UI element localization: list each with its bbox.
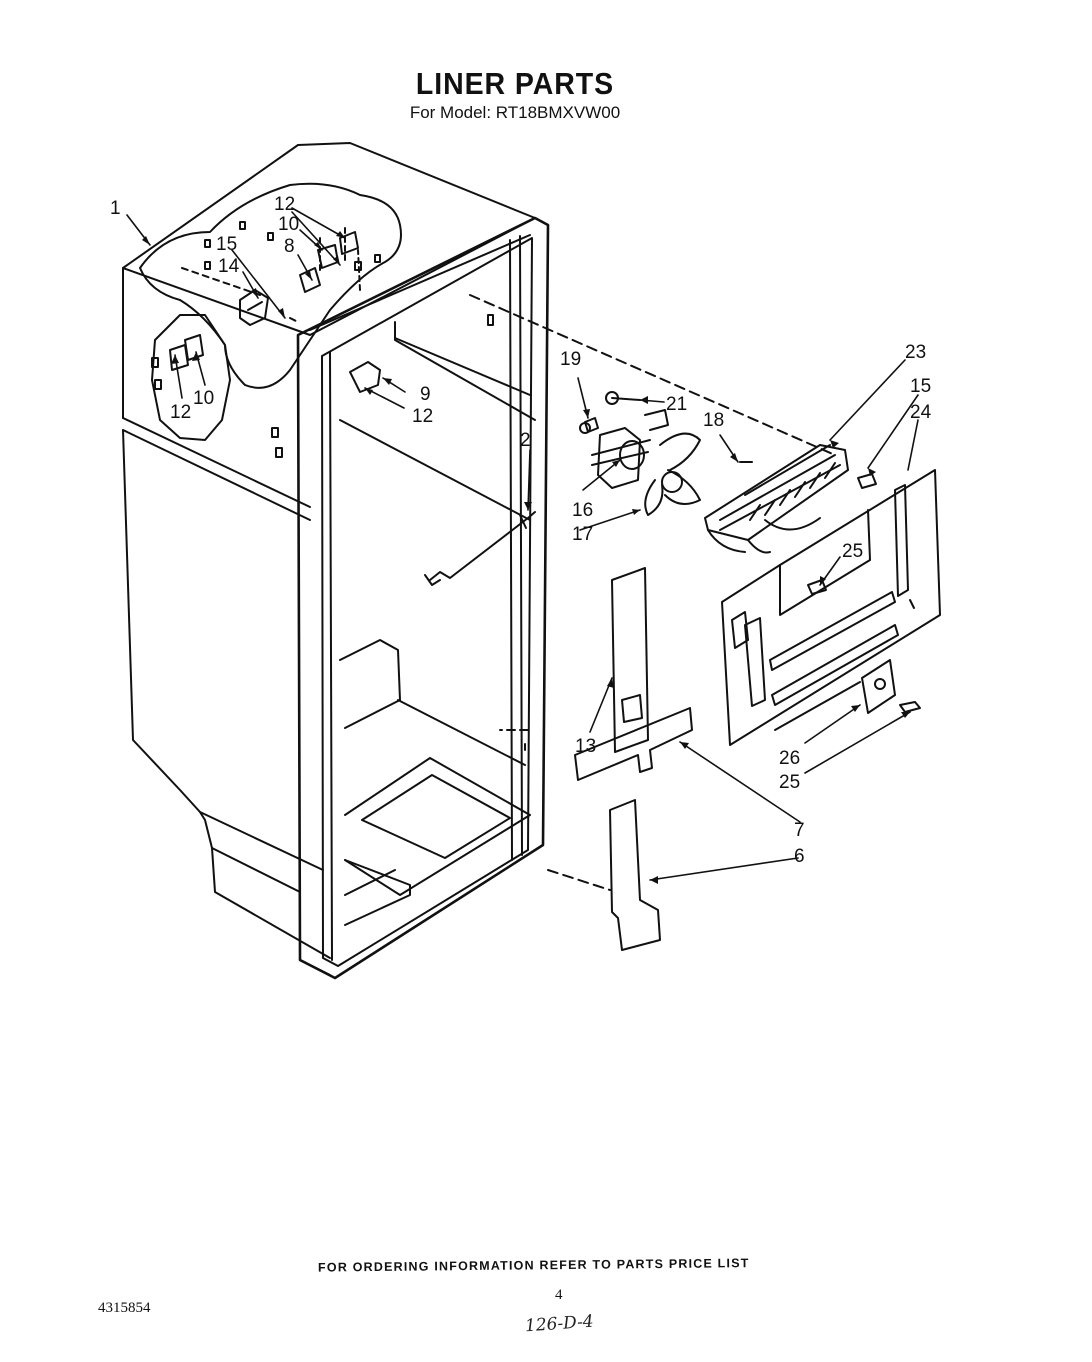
callout-15-right: 15: [910, 376, 931, 397]
callout-6: 6: [794, 846, 805, 867]
callout-10-top: 10: [278, 214, 299, 235]
page-title: LINER PARTS: [415, 66, 615, 101]
air-diffuser-grille: [704, 444, 849, 554]
callout-14: 14: [218, 256, 240, 277]
duct-cover: [609, 799, 661, 951]
model-subtitle: For Model: RT18BMXVW00: [409, 103, 621, 122]
fan-motor-assembly: [579, 391, 753, 516]
callout-15-top: 15: [216, 234, 237, 255]
callout-9: 9: [420, 384, 431, 405]
callout-19: 19: [560, 349, 581, 370]
air-baffle: [574, 707, 693, 781]
callout-1: 1: [110, 198, 121, 219]
callout-16: 16: [572, 500, 593, 521]
callout-24: 24: [910, 402, 932, 423]
callout-leader-lines: [126, 207, 919, 881]
screws: [584, 417, 877, 595]
document-number: 4315854: [98, 1300, 151, 1316]
cabinet-liner: [122, 142, 550, 980]
air-duct-panel: [611, 567, 649, 753]
callout-21: 21: [666, 394, 687, 415]
callout-8: 8: [284, 236, 295, 257]
callout-26: 26: [779, 748, 800, 769]
callout-10-side: 10: [193, 388, 214, 409]
callout-2: 2: [520, 430, 531, 451]
callout-12-top: 12: [274, 194, 295, 215]
page-number: 4: [555, 1287, 563, 1303]
callout-25-upper: 25: [842, 541, 863, 562]
callout-7: 7: [794, 820, 805, 841]
callout-12-front: 12: [412, 406, 433, 427]
callout-12-side: 12: [170, 402, 191, 423]
callout-arrowheads: [142, 231, 910, 884]
callout-18: 18: [703, 410, 724, 431]
callout-25-lower: 25: [779, 772, 800, 793]
evaporator-cover-panel: [721, 469, 941, 746]
cover-plate: [861, 659, 921, 714]
callout-labels: 1 12 10 15 8 14 12 10 9 12 19 21 18 2 16…: [110, 194, 932, 867]
callout-17: 17: [572, 524, 593, 545]
callout-13: 13: [575, 736, 596, 757]
callout-23: 23: [905, 342, 926, 363]
